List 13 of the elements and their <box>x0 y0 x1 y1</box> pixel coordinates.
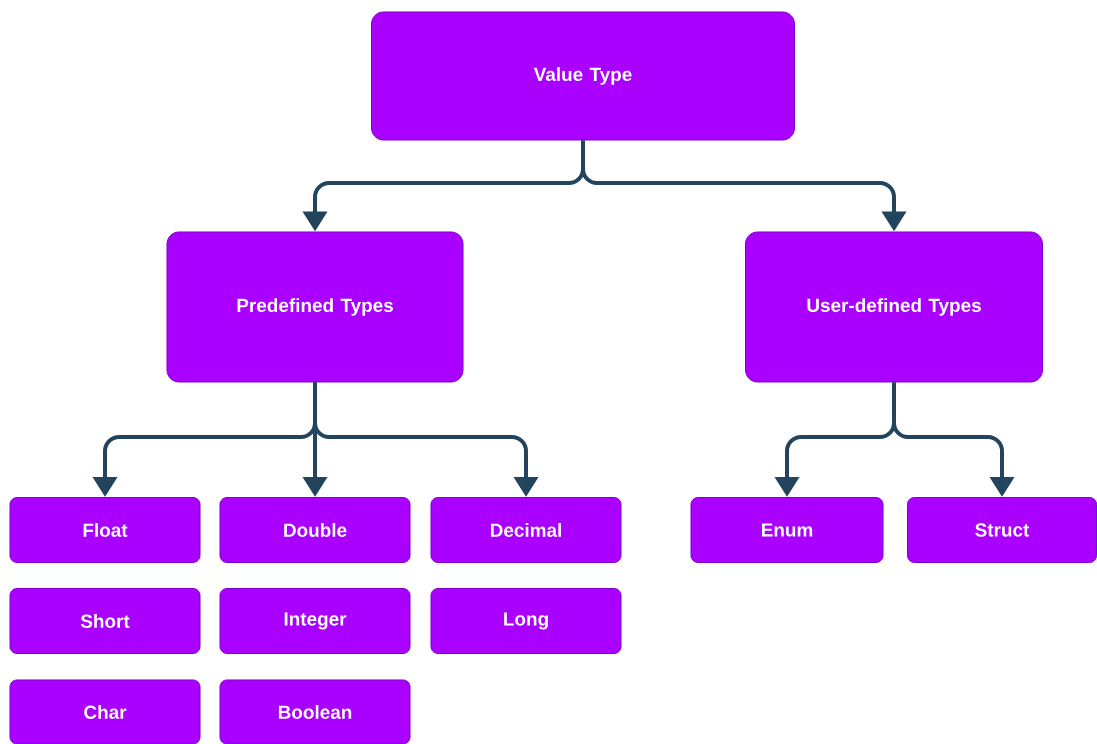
type-box: Short <box>9 588 201 654</box>
type-box: Integer <box>219 588 411 654</box>
type-box: Predefined Types <box>166 231 464 383</box>
type-box: Decimal <box>430 497 622 563</box>
type-box: Long <box>430 588 622 654</box>
type-box: Boolean <box>219 679 411 744</box>
type-box: Char <box>9 679 201 744</box>
type-box: Float <box>9 497 201 563</box>
type-box: Enum <box>690 497 884 563</box>
type-box: Struct <box>907 497 1097 563</box>
type-box: Double <box>219 497 411 563</box>
type-box: User-defined Types <box>745 231 1043 383</box>
type-box: Value Type <box>371 11 795 141</box>
